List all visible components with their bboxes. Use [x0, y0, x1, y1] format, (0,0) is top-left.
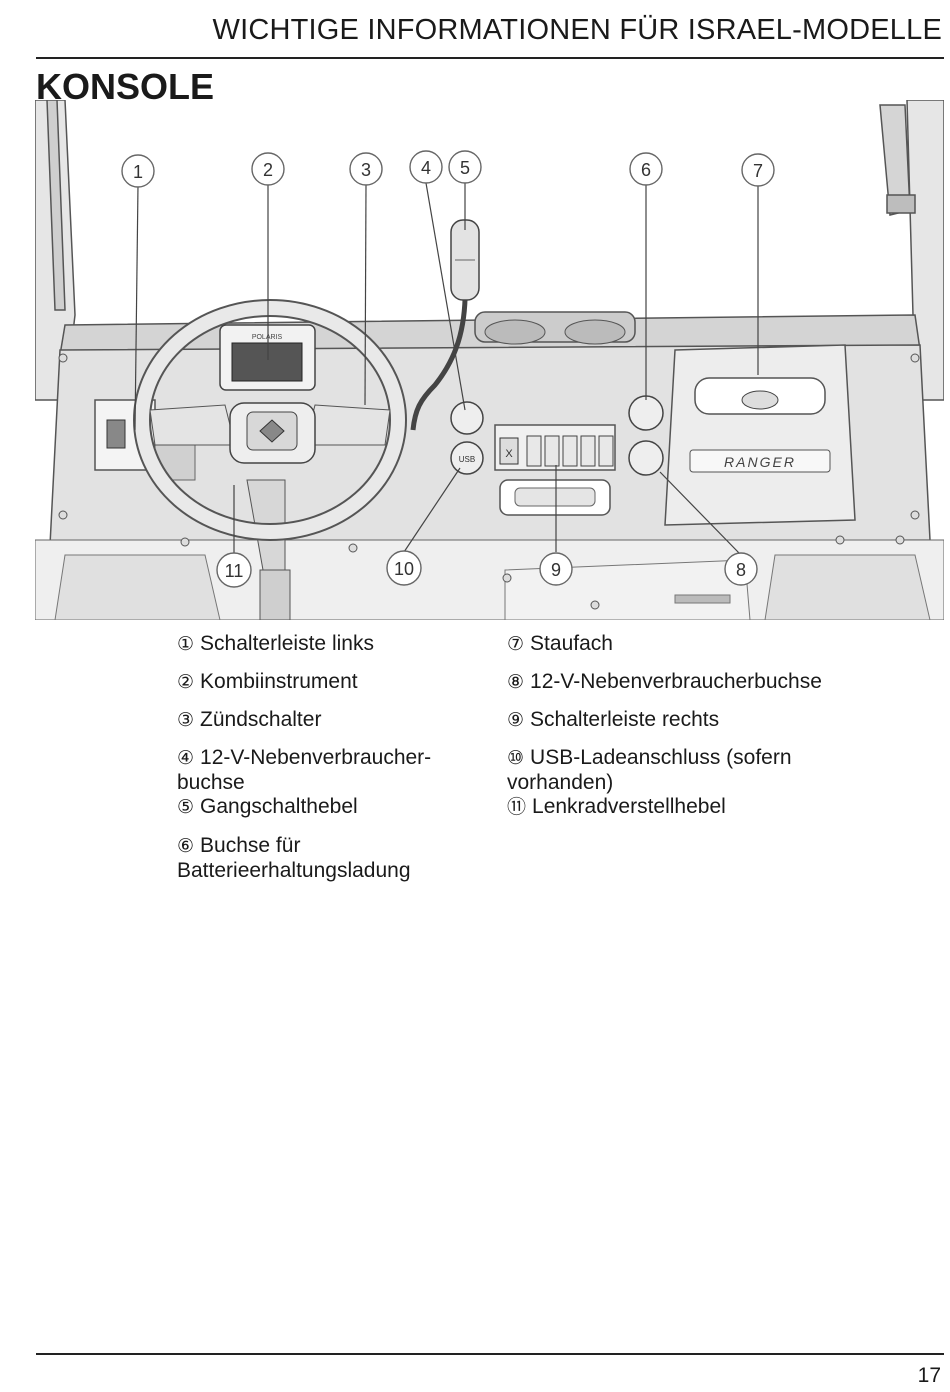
svg-text:2: 2: [263, 160, 273, 180]
callout-11: 11: [217, 553, 251, 587]
page-number: 17: [918, 1364, 941, 1388]
legend-number: ④: [177, 748, 194, 769]
legend-text: Lenkradverstellhebel: [532, 795, 726, 818]
glovebox: RANGER: [665, 345, 855, 525]
glovebox-brand: RANGER: [724, 454, 796, 470]
callout-9: 9: [540, 553, 572, 585]
legend-item-2: ② Kombiinstrument: [177, 670, 358, 695]
callout-5: 5: [449, 151, 481, 183]
console-illustration: X USB RANGER: [35, 100, 944, 620]
svg-text:6: 6: [641, 160, 651, 180]
legend-number: ⑥: [177, 836, 194, 857]
svg-text:5: 5: [460, 158, 470, 178]
legend-text: Kombiinstrument: [200, 670, 358, 693]
callout-3: 3: [350, 153, 382, 185]
legend-number: ①: [177, 634, 194, 655]
legend-number: ⑪: [507, 797, 526, 818]
legend-number: ⑦: [507, 634, 524, 655]
running-header: WICHTIGE INFORMATIONEN FÜR ISRAEL-MODELL…: [213, 14, 943, 47]
legend-text: USB-Ladeanschluss (sofern vorhanden): [507, 746, 792, 794]
legend-item-9: ⑨ Schalterleiste rechts: [507, 708, 719, 733]
svg-text:10: 10: [394, 559, 414, 579]
legend-item-11: ⑪ Lenkradverstellhebel: [507, 795, 726, 820]
legend-number: ③: [177, 710, 194, 731]
callout-2: 2: [252, 153, 284, 185]
svg-text:1: 1: [133, 162, 143, 182]
svg-text:7: 7: [753, 161, 763, 181]
legend-text: Zündschalter: [200, 708, 321, 731]
callout-7: 7: [742, 154, 774, 186]
footer-rule: [36, 1353, 944, 1355]
svg-text:9: 9: [551, 560, 561, 580]
legend-number: ⑧: [507, 672, 524, 693]
legend-number: ⑨: [507, 710, 524, 731]
legend-item-1: ① Schalterleiste links: [177, 632, 374, 657]
legend-number: ⑩: [507, 748, 524, 769]
legend-item-8: ⑧ 12-V-Nebenverbraucherbuchse: [507, 670, 822, 695]
svg-text:3: 3: [361, 160, 371, 180]
legend-text: Schalterleiste rechts: [530, 708, 719, 731]
callout-1: 1: [122, 155, 154, 187]
legend-number: ②: [177, 672, 194, 693]
callout-6: 6: [630, 153, 662, 185]
callout-4: 4: [410, 151, 442, 183]
legend-text: Gangschalthebel: [200, 795, 358, 818]
svg-text:8: 8: [736, 560, 746, 580]
legend-text: Staufach: [530, 632, 613, 655]
switch-mark: X: [505, 448, 513, 460]
legend-item-3: ③ Zündschalter: [177, 708, 321, 733]
legend-item-5: ⑤ Gangschalthebel: [177, 795, 358, 820]
legend-number: ⑤: [177, 797, 194, 818]
svg-text:4: 4: [421, 158, 431, 178]
legend-item-7: ⑦ Staufach: [507, 632, 613, 657]
legend-text: 12-V-Nebenverbraucher-buchse: [177, 746, 431, 794]
callout-10: 10: [387, 551, 421, 585]
header-rule: [36, 57, 944, 59]
legend-text: 12-V-Nebenverbraucherbuchse: [530, 670, 822, 693]
legend-text: Schalterleiste links: [200, 632, 374, 655]
callout-8: 8: [725, 553, 757, 585]
svg-text:11: 11: [225, 561, 244, 581]
usb-mark: USB: [459, 455, 475, 464]
gauge-brand: POLARIS: [252, 334, 283, 341]
legend-text: Buchse für Batterieerhaltungsladung: [177, 834, 411, 882]
